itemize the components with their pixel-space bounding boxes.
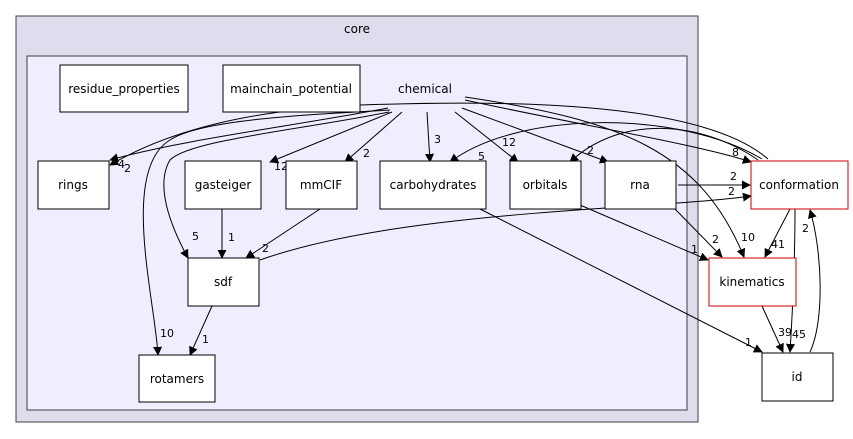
edge-label-conformation-carbohydrates: 5 xyxy=(478,150,485,163)
node-label: id xyxy=(792,370,803,384)
edge-chemical-rings xyxy=(109,107,389,163)
node-label: residue_properties xyxy=(68,82,179,96)
edge-label-chemical-sdf: 5 xyxy=(192,230,199,243)
node-label: conformation xyxy=(759,178,839,192)
edge-chemical-kinematics xyxy=(464,96,746,258)
node-label: gasteiger xyxy=(195,178,252,192)
edge-carbohydrates-id xyxy=(479,208,763,353)
edge-id-conformation xyxy=(808,209,821,353)
node-box xyxy=(59,64,189,113)
node-box xyxy=(708,257,797,307)
edge-rna-kinematics xyxy=(674,208,723,258)
edge-conformation-kinematics xyxy=(764,208,791,258)
edge-sdf-rotamers xyxy=(189,305,213,356)
node-label: rotamers xyxy=(150,372,204,386)
edge-chemical-rotamers xyxy=(142,109,391,356)
node-conformation[interactable]: conformation xyxy=(750,160,849,210)
edge-label-chemical-kinematics: 10 xyxy=(741,231,755,244)
edge-label-chemical-conformation: 8 xyxy=(732,146,739,159)
edge-label-conformation-orbitals: 2 xyxy=(587,144,594,157)
edge-chemical-carbohydrates xyxy=(425,111,435,163)
node-kinematics[interactable]: kinematics xyxy=(708,257,797,307)
node-box xyxy=(761,352,834,402)
node-label: rna xyxy=(630,178,650,192)
node-mmCIF[interactable]: mmCIF xyxy=(285,160,358,210)
node-box xyxy=(509,160,582,210)
edge-label-chemical-mmCIF: 2 xyxy=(363,147,370,160)
node-box xyxy=(285,160,358,210)
node-orbitals[interactable]: orbitals xyxy=(509,160,582,210)
edge-label-chemical-rings: 2 xyxy=(124,162,131,175)
edge-label-orbitals-kinematics: 1 xyxy=(691,243,698,256)
edge-chemical-conformation xyxy=(464,99,752,164)
node-label: rings xyxy=(58,178,88,192)
edge-label-rna-conformation: 2 xyxy=(730,170,737,183)
node-label: mainchain_potential xyxy=(230,82,352,96)
edge-chemical-mmCIF xyxy=(344,111,403,163)
edge-label-chemical-rotamers: 10 xyxy=(160,327,174,340)
node-label: orbitals xyxy=(523,178,568,192)
edge-chemical-orbitals xyxy=(454,111,519,163)
node-box xyxy=(184,160,262,210)
node-box xyxy=(138,354,216,403)
edge-label-conformation-id: 45 xyxy=(792,328,806,341)
edge-chemical-rna xyxy=(461,107,609,164)
node-box xyxy=(187,257,260,307)
edge-orbitals-kinematics xyxy=(579,204,709,261)
edge-sdf-conformation xyxy=(259,192,752,261)
edge-label-sdf-conformation: 2 xyxy=(728,185,735,198)
node-mainchain-potential[interactable]: mainchain_potential xyxy=(222,64,361,113)
edge-label-rna-kinematics: 2 xyxy=(712,233,719,246)
edge-label-chemical-gasteiger: 12 xyxy=(274,160,288,173)
node-rna[interactable]: rna xyxy=(604,160,677,210)
node-id[interactable]: id xyxy=(761,352,834,402)
edge-chemical-gasteiger xyxy=(269,111,393,164)
edge-label-chemical-carbohydrates: 3 xyxy=(434,133,441,146)
edge-label-sdf-rotamers: 1 xyxy=(202,333,209,346)
node-label: carbohydrates xyxy=(390,178,477,192)
edge-labels: 2 4 12 2 3 5 12 2 8 2 2 5 1 2 2 1 10 41 … xyxy=(118,133,809,349)
node-box xyxy=(37,160,110,210)
node-gasteiger[interactable]: gasteiger xyxy=(184,160,262,210)
node-box xyxy=(379,160,487,210)
edge-label-id-conformation: 2 xyxy=(802,222,809,235)
node-box xyxy=(222,64,361,113)
node-residue-properties[interactable]: residue_properties xyxy=(59,64,189,113)
edge-conformation-orbitals xyxy=(569,127,759,163)
edge-label-mmCIF-sdf: 2 xyxy=(262,242,269,255)
edge-label-conformation-rings: 4 xyxy=(118,158,125,171)
edge-label-gasteiger-sdf: 1 xyxy=(228,231,235,244)
cluster-core-label: core xyxy=(344,22,370,36)
node-label: sdf xyxy=(214,275,233,289)
node-label: kinematics xyxy=(719,275,784,289)
edge-conformation-rings xyxy=(109,102,769,166)
nodes: residue_properties mainchain_potential r… xyxy=(37,64,849,403)
node-label: mmCIF xyxy=(300,178,342,192)
cluster-chemical[interactable]: chemical xyxy=(26,55,688,411)
node-rotamers[interactable]: rotamers xyxy=(138,354,216,403)
node-rings[interactable]: rings xyxy=(37,160,110,210)
node-box xyxy=(750,160,849,210)
edge-label-chemical-orbitals: 12 xyxy=(502,136,516,149)
edge-kinematics-id xyxy=(761,305,784,353)
node-carbohydrates[interactable]: carbohydrates xyxy=(379,160,487,210)
edge-label-carbohydrates-id: 1 xyxy=(745,336,752,349)
edge-mmCIF-sdf xyxy=(245,208,321,259)
node-sdf[interactable]: sdf xyxy=(187,257,260,307)
edge-chemical-sdf xyxy=(163,111,390,259)
cluster-chemical-label[interactable]: chemical xyxy=(398,82,452,96)
cluster-chemical-box xyxy=(26,55,688,411)
node-box xyxy=(604,160,677,210)
edge-label-kinematics-id: 39 xyxy=(778,326,792,339)
edge-label-conformation-kinematics: 41 xyxy=(771,238,785,251)
